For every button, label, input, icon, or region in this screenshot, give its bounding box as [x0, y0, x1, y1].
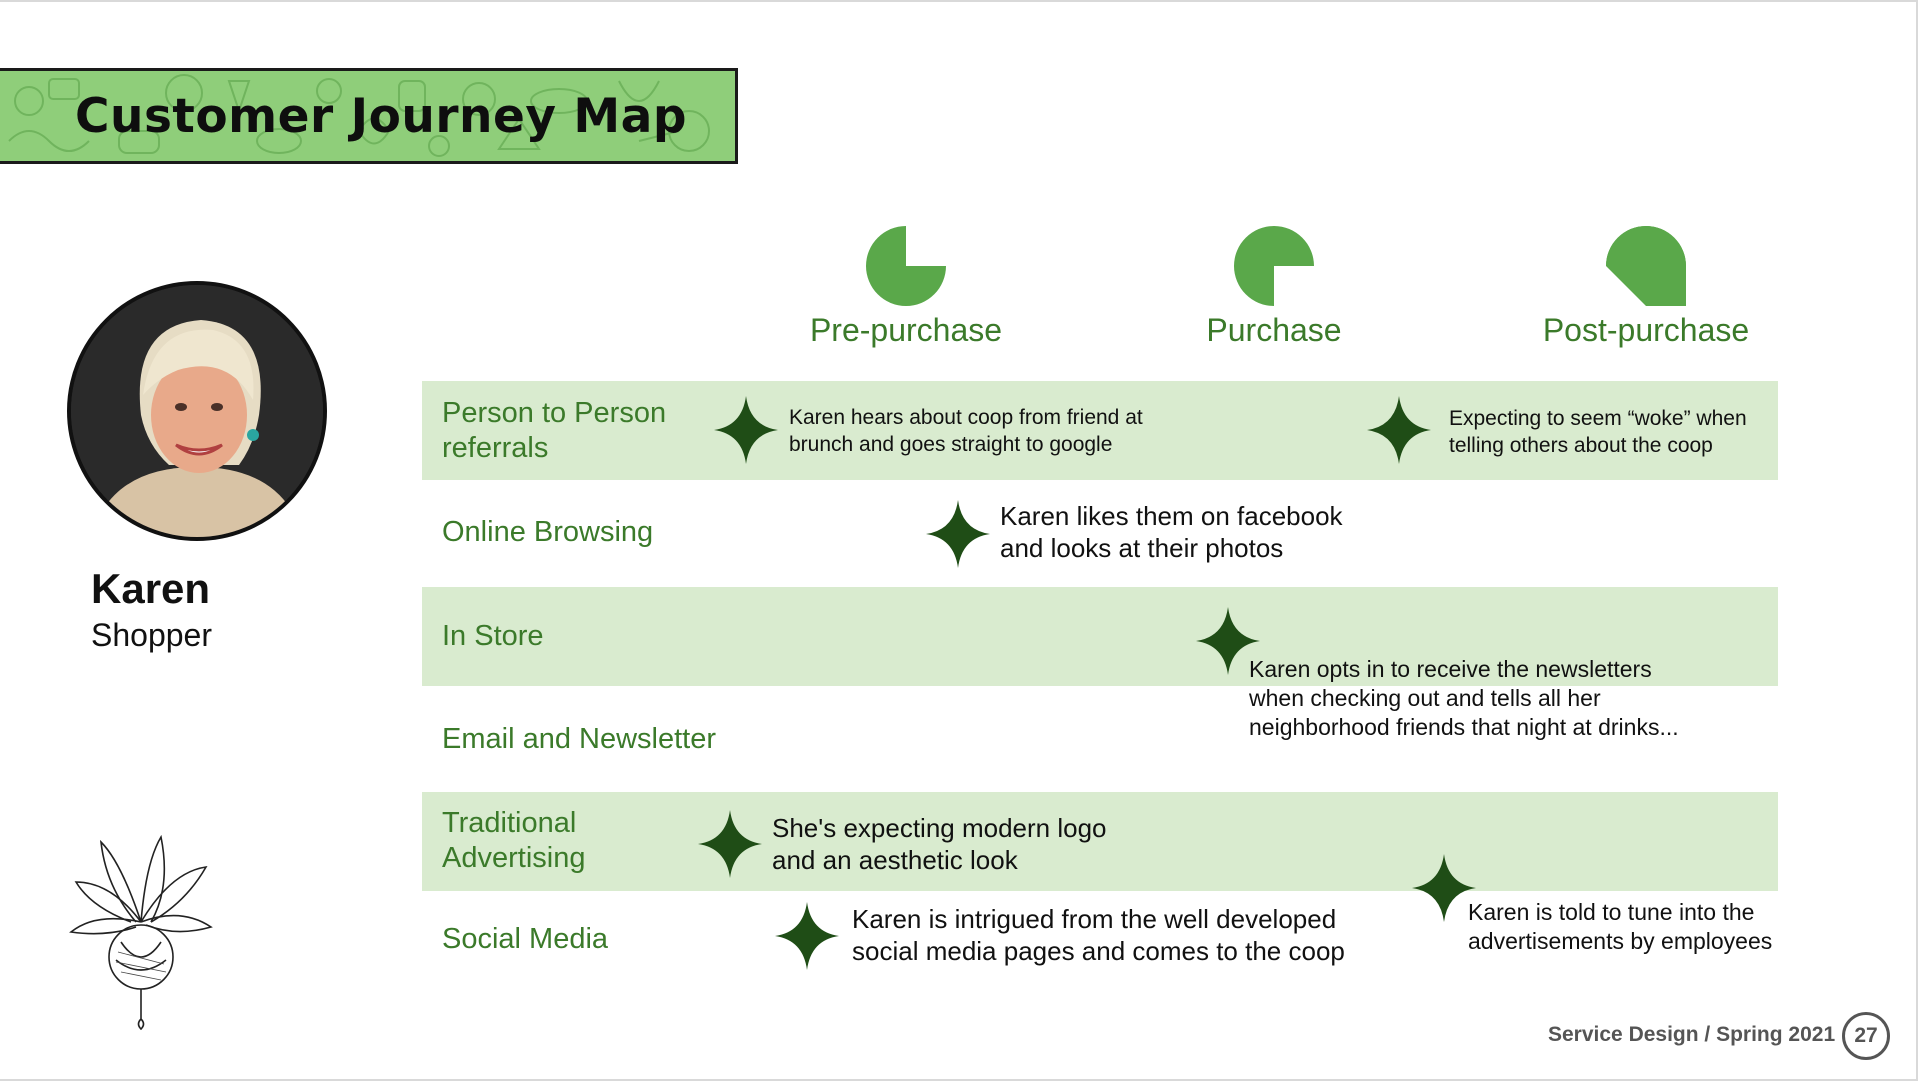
row-band-traditional-advertising: [422, 792, 1778, 891]
note-line: when checking out and tells all her: [1249, 685, 1601, 711]
row-label-line: Advertising: [442, 842, 586, 874]
avatar: [67, 281, 327, 541]
note-line: Karen opts in to receive the newsletters: [1249, 656, 1652, 682]
pie-quarter-icon: [1606, 226, 1686, 306]
food-doodle-pattern: [8, 74, 710, 157]
row-band-in-store: [422, 587, 1778, 686]
pie-half-icon: [1234, 226, 1314, 306]
page-title: Customer Journey Map: [75, 89, 687, 144]
phase-label-pre-purchase: Pre-purchase: [809, 312, 1003, 348]
pie-three-quarter-icon: [866, 226, 946, 306]
note-line: and looks at their photos: [1000, 533, 1284, 563]
beet-illustration: [69, 834, 213, 1031]
phase-label-post-purchase: Post-purchase: [1542, 312, 1750, 348]
touchpoint-star-icon: [1367, 396, 1431, 464]
touchpoint-note: Karen is intrigued from the well develop…: [852, 903, 1345, 967]
touchpoint-note: Karen opts in to receive the newsletters…: [1249, 655, 1679, 742]
note-line: and an aesthetic look: [772, 845, 1018, 875]
page-number-badge: 27: [1842, 1012, 1890, 1060]
touchpoint-star-icon: [926, 500, 990, 568]
persona-name: Karen: [91, 565, 211, 612]
touchpoint-note: Karen likes them on facebook and looks a…: [1000, 500, 1343, 564]
row-label-line: Traditional: [442, 807, 577, 839]
note-line: Karen likes them on facebook: [1000, 501, 1343, 531]
note-line: She's expecting modern logo: [772, 813, 1107, 843]
note-line: brunch and goes straight to google: [789, 433, 1113, 456]
touchpoint-star-icon: [714, 396, 778, 464]
note-line: Karen hears about coop from friend at: [789, 406, 1143, 429]
touchpoint-star-icon: [775, 902, 839, 970]
persona-role: Shopper: [91, 617, 212, 653]
touchpoint-star-icon: [1412, 854, 1476, 922]
note-line: neighborhood friends that night at drink…: [1249, 714, 1679, 740]
row-label-person-to-person: Person to Person referrals: [442, 396, 666, 466]
phase-label-purchase: Purchase: [1206, 312, 1342, 348]
touchpoint-note: Karen hears about coop from friend at br…: [789, 404, 1143, 458]
row-label-line: referrals: [442, 432, 549, 464]
title-banner: Customer Journey Map: [0, 68, 738, 164]
row-band-person-to-person: [422, 381, 1778, 480]
touchpoint-note: Karen is told to tune into the advertise…: [1468, 898, 1772, 956]
note-line: Expecting to seem “woke” when: [1449, 407, 1747, 430]
touchpoint-star-icon: [1196, 607, 1260, 675]
note-line: Karen is intrigued from the well develop…: [852, 904, 1337, 934]
note-line: Karen is told to tune into the: [1468, 899, 1755, 925]
row-label-social-media: Social Media: [442, 923, 609, 955]
footer-course-label: Service Design / Spring 2021: [1548, 1023, 1836, 1046]
note-line: social media pages and comes to the coop: [852, 936, 1345, 966]
row-label-in-store: In Store: [442, 620, 544, 652]
note-line: advertisements by employees: [1468, 928, 1773, 954]
row-label-traditional-advertising: Traditional Advertising: [442, 806, 585, 876]
persona-photo: [71, 285, 323, 537]
touchpoint-star-icon: [698, 810, 762, 878]
note-line: telling others about the coop: [1449, 434, 1713, 457]
touchpoint-note: Expecting to seem “woke” when telling ot…: [1449, 405, 1747, 459]
row-label-online-browsing: Online Browsing: [442, 516, 654, 548]
row-label-line: Person to Person: [442, 397, 667, 429]
row-label-email-newsletter: Email and Newsletter: [442, 723, 716, 755]
touchpoint-note: She's expecting modern logo and an aesth…: [772, 812, 1107, 876]
